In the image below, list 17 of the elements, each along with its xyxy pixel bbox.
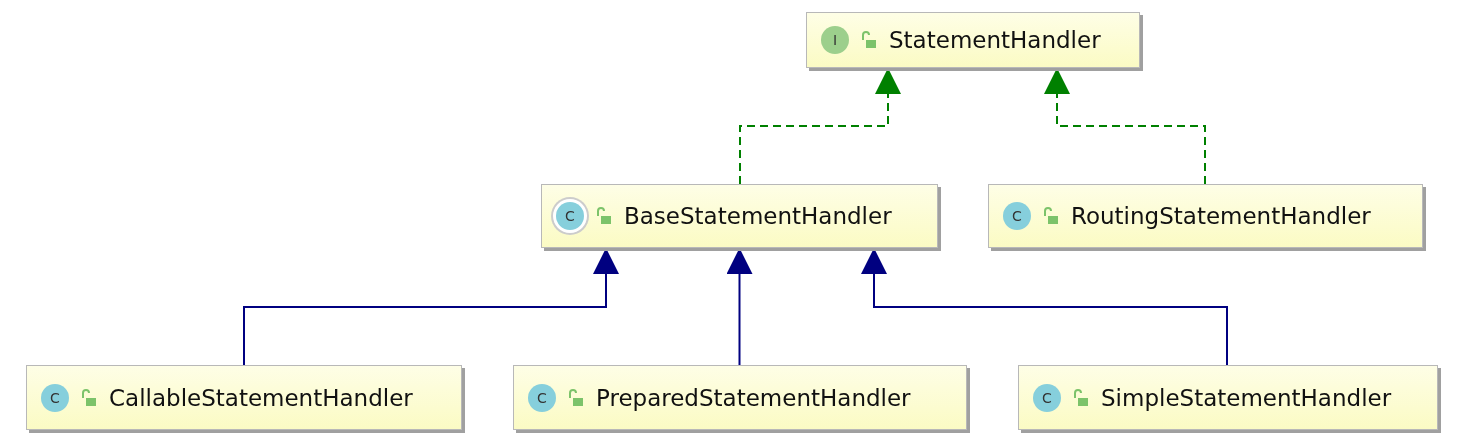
class-name: RoutingStatementHandler [1071,203,1371,229]
class-kind-badge: C [41,383,69,412]
class-box [541,184,938,248]
class-kind-badge: I [821,26,849,54]
class-box [1018,365,1438,430]
class-name: SimpleStatementHandler [1101,384,1392,411]
class-box [513,365,967,430]
class-name: StatementHandler [889,27,1101,53]
class-box [26,365,462,430]
class-box [988,184,1423,248]
class-name: PreparedStatementHandler [596,384,911,411]
class-kind-badge: C [1033,383,1061,412]
class-kind-badge: C [528,383,556,412]
class-name: CallableStatementHandler [109,384,413,411]
class-name: BaseStatementHandler [624,203,892,229]
class-kind-badge: C [1003,202,1031,230]
class-box [806,12,1140,68]
